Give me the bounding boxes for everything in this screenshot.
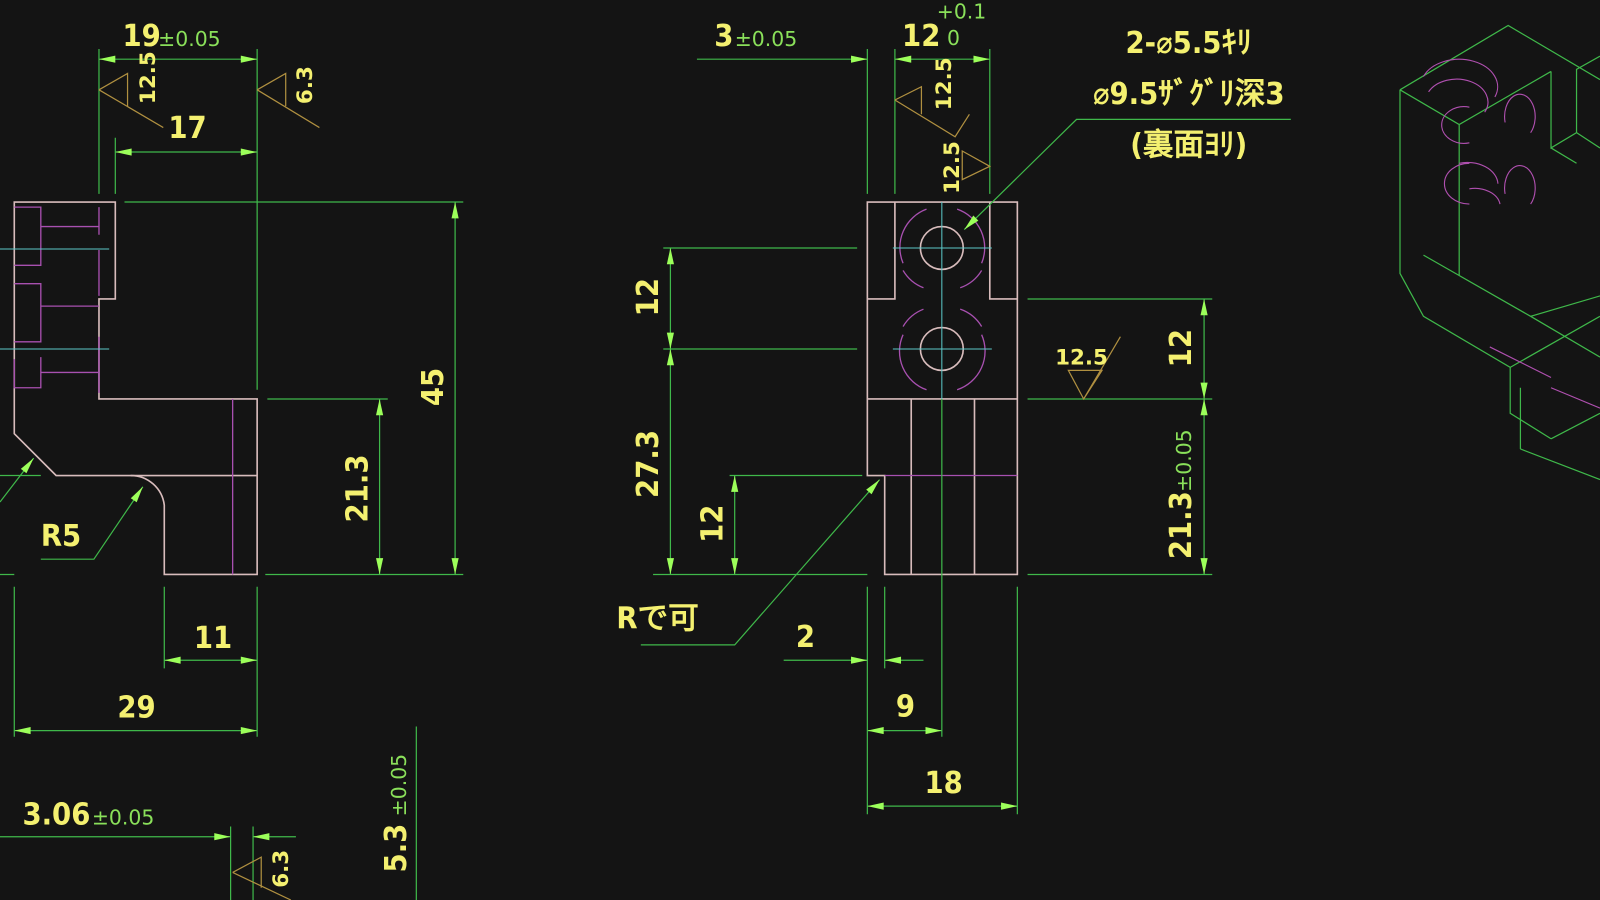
dim-right-21-3-tolerance: ±0.05 (1172, 429, 1196, 492)
side-view-centerlines (0, 248, 110, 350)
dim-11: 11 (194, 621, 232, 656)
radius-label: R5 (41, 519, 81, 554)
dim-17: 17 (168, 111, 206, 146)
dim-12-tol-upper: +0.1 (937, 0, 987, 23)
dim-3-tolerance: ±0.05 (735, 27, 798, 51)
surface-finish-symbol (232, 856, 292, 900)
surface-finish-symbol (961, 149, 992, 181)
finish-value: 12.5 (1055, 345, 1108, 370)
dim-45: 45 (416, 368, 451, 406)
front-view: 3 ±0.05 12 +0.1 0 12.5 12.5 12.5 2-⌀5.5ｷ… (616, 0, 1291, 815)
dim-12-top: 12 (902, 19, 940, 54)
fillet-note-leader (640, 479, 881, 646)
dim-5-3-tolerance: ±0.05 (387, 754, 411, 817)
front-view-extension-lines (653, 48, 1213, 815)
dim-line-left-12 (669, 247, 736, 575)
finish-value: 12.5 (932, 57, 957, 110)
finish-value: 6.3 (293, 66, 318, 104)
side-view-extension-lines (0, 48, 464, 737)
dim-right-21-3: 21.3 (1164, 491, 1199, 559)
radius-leader (40, 486, 144, 560)
surface-finish-symbol (1067, 336, 1121, 401)
side-view: 19 ±0.05 12.5 6.3 17 45 21.3 R5 11 29 3.… (0, 19, 464, 900)
hole-note-line-1: 2-⌀5.5ｷﾘ (1125, 26, 1252, 61)
hole-note-line-3: (裏面ﾖﾘ) (1130, 127, 1247, 163)
dim-19: 19 (122, 19, 160, 54)
counterbore-arcs (898, 208, 986, 391)
dim-3-06: 3.06 (22, 797, 90, 832)
dim-19-tolerance: ±0.05 (158, 27, 221, 51)
dim-9: 9 (896, 689, 915, 724)
fillet-note: Rで可 (616, 602, 698, 637)
surface-finish-symbol (256, 72, 320, 129)
dim-21-3: 21.3 (340, 454, 375, 522)
finish-value: 12.5 (136, 51, 161, 104)
front-view-centerlines (892, 202, 992, 399)
dim-29: 29 (117, 690, 155, 725)
dim-18: 18 (924, 766, 962, 801)
dim-5-3: 5.3 (379, 824, 414, 873)
finish-value: 12.5 (940, 141, 965, 194)
dim-3: 3 (714, 19, 733, 54)
isometric-outline (1399, 24, 1600, 481)
finish-value: 6.3 (269, 850, 294, 888)
dim-3-06-tolerance: ±0.05 (92, 805, 155, 829)
isometric-hidden-lines (1422, 58, 1600, 409)
isometric-view (1399, 24, 1600, 481)
dim-inner-12: 12 (695, 505, 730, 543)
dim-right-12: 12 (1164, 329, 1199, 367)
surface-finish-symbol (98, 72, 164, 129)
dim-line-3-06 (0, 726, 417, 900)
dim-12-tol-lower: 0 (947, 26, 960, 50)
hole-note-line-2: ⌀9.5ｻﾞｸﾞﾘ深3 (1093, 77, 1285, 112)
surface-finish-symbol (894, 85, 970, 138)
dim-left-12: 12 (631, 278, 666, 316)
dim-2: 2 (796, 620, 815, 655)
hole-note-leader (963, 118, 1291, 231)
side-view-hidden-lines (13, 206, 234, 575)
dim-27-3: 27.3 (631, 430, 666, 498)
